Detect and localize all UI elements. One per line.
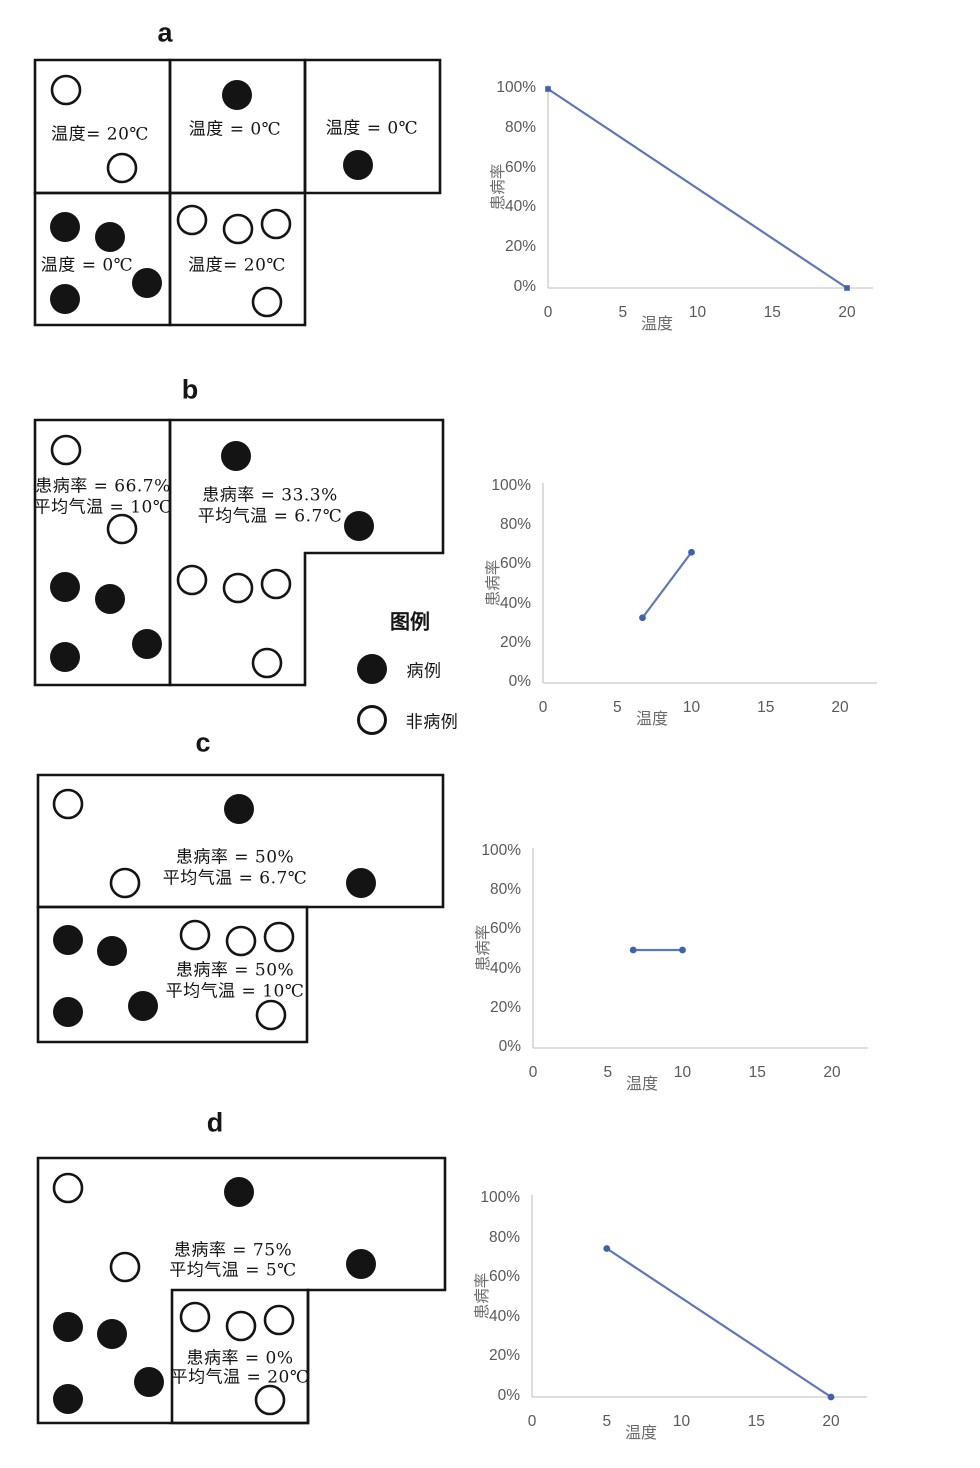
chart-b-series-line [641,551,693,619]
panel-c-case-dot-2 [53,925,83,955]
panel-c-bottom-prevalence: 患病率 = 50% [175,960,295,981]
panel-a-box3-temperature: 温度 = 0℃ [325,118,419,139]
chart-b-marker-0 [639,614,646,622]
panel-a-case-dot-0 [222,80,252,110]
panel-b-case-dot-1 [344,511,374,541]
panel-c-bottom-mean-temp: 平均气温 = 10℃ [165,981,305,1002]
panel-a-noncase-dot-5 [251,286,283,318]
panel-a-case-dot-5 [132,268,162,298]
panel-a-noncase-dot-3 [222,213,254,245]
panel-b-right-mean-temp: 平均气温 = 6.7℃ [197,506,343,527]
panel-b-case-dot-4 [50,642,80,672]
panel-c-noncase-dot-5 [255,999,287,1031]
panel-c-top-mean-temp: 平均气温 = 6.7℃ [162,868,308,889]
panel-d-label: d [206,1107,224,1138]
panel-b-noncase-dot-1 [106,513,138,545]
panel-b-noncase-dot-0 [50,434,82,466]
panel-b-case-dot-2 [50,572,80,602]
panel-d-case-dot-0 [224,1177,254,1207]
case-legend-label: 病例 [406,661,442,682]
panel-c-case-dot-3 [97,936,127,966]
panel-a-noncase-dot-2 [176,204,208,236]
panel-a-noncase-dot-4 [260,208,292,240]
panel-a-label: a [157,17,173,48]
noncase-legend-icon [357,705,387,735]
panel-b-case-dot-5 [132,629,162,659]
noncase-legend-label: 非病例 [405,712,459,733]
panel-a-box1-temperature: 温度= 20℃ [51,124,149,145]
panel-b-case-dot-3 [95,584,125,614]
panel-d-noncase-dot-3 [225,1310,257,1342]
panel-a-region-outline-2 [303,58,442,195]
panel-a-case-dot-2 [50,212,80,242]
chart-d-series-line [606,1247,832,1398]
chart-c-marker-1 [679,946,686,954]
panel-d-noncase-dot-5 [254,1384,286,1416]
chart-d-marker-0 [603,1245,611,1252]
panel-d-outer-mean-temp: 平均气温 = 5℃ [169,1260,297,1281]
panel-d-case-dot-5 [134,1367,164,1397]
panel-c-region-outline-1 [36,905,309,1044]
panel-a-noncase-dot-1 [106,152,138,184]
panel-b-noncase-dot-3 [222,572,254,604]
legend-title: 图例 [390,609,430,634]
panel-a-region-outline-4 [168,191,307,327]
panel-b-noncase-dot-4 [260,568,292,600]
panel-b-left-prevalence: 患病率 = 66.7% [35,476,171,497]
chart-b-marker-1 [688,548,695,556]
panel-d-noncase-dot-4 [263,1304,295,1336]
panel-d-inner-prevalence: 患病率 = 0% [186,1348,294,1369]
panel-d-region-outline-1 [170,1288,310,1425]
panel-a-noncase-dot-0 [50,74,82,106]
panel-b-case-dot-0 [221,441,251,471]
panel-a-box5-temperature: 温度= 20℃ [188,255,286,276]
case-legend-icon [357,654,387,684]
panel-c-noncase-dot-2 [179,919,211,951]
panel-c-noncase-dot-3 [225,925,257,957]
panel-d-noncase-dot-1 [109,1251,141,1283]
panel-c-case-dot-1 [346,868,376,898]
panel-a-case-dot-3 [95,222,125,252]
panel-c-case-dot-5 [128,991,158,1021]
panel-b-left-mean-temp: 平均气温 = 10℃ [33,497,173,518]
panel-a-box4-temperature: 温度 = 0℃ [40,255,134,276]
chart-a-marker-0 [545,86,551,92]
panel-d-noncase-dot-2 [179,1301,211,1333]
panel-b-label: b [181,374,199,405]
panel-d-noncase-dot-0 [52,1172,84,1204]
panel-d-case-dot-4 [53,1384,83,1414]
chart-d-marker-1 [827,1393,835,1401]
panel-c-region-outline-0 [36,773,445,909]
panel-c-noncase-dot-4 [263,921,295,953]
panel-a-box2-temperature: 温度 = 0℃ [188,119,282,140]
chart-a-series-line [547,88,848,289]
panel-a-case-dot-1 [343,150,373,180]
panel-c-top-prevalence: 患病率 = 50% [175,847,295,868]
panel-d-case-dot-1 [346,1249,376,1279]
panel-a-case-dot-4 [50,284,80,314]
panel-d-inner-mean-temp: 平均气温 = 20℃ [170,1367,310,1388]
chart-a-marker-1 [844,285,850,291]
panel-c-noncase-dot-0 [52,788,84,820]
panel-d-case-dot-3 [97,1319,127,1349]
chart-c-marker-0 [629,946,637,954]
panel-d-case-dot-2 [53,1312,83,1342]
panel-b-right-prevalence: 患病率 = 33.3% [202,485,338,506]
panel-b-noncase-dot-2 [176,564,208,596]
panel-b-region-outline-1 [168,418,445,687]
panel-c-noncase-dot-1 [109,867,141,899]
panel-c-case-dot-4 [53,997,83,1027]
panel-c-label: c [195,727,211,758]
panel-d-outer-prevalence: 患病率 = 75% [173,1240,293,1261]
panel-c-case-dot-0 [224,794,254,824]
panel-b-noncase-dot-5 [251,647,283,679]
